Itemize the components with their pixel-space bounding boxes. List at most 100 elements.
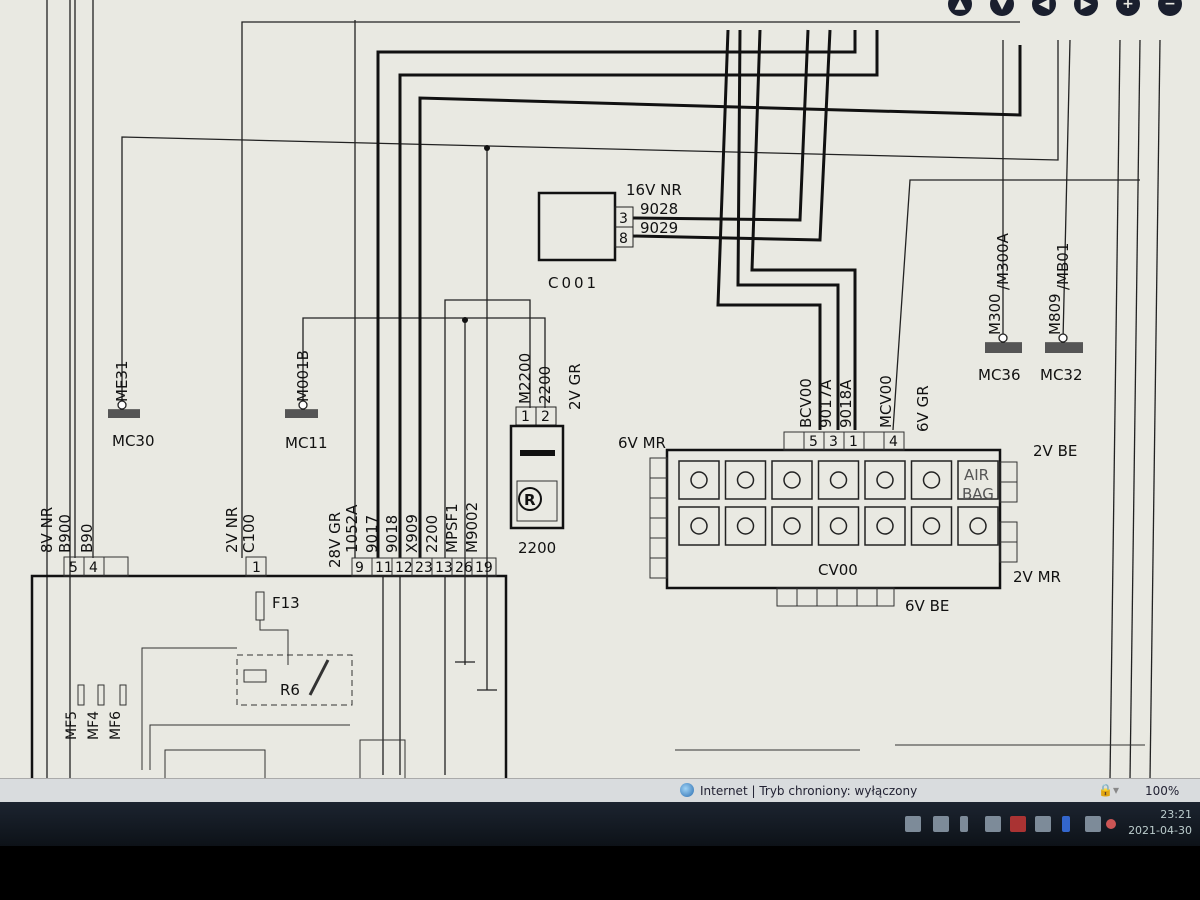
ground-symbols [108, 333, 1083, 691]
door-open-icon-glyph [829, 517, 848, 535]
audio-icon-glyph [783, 517, 801, 535]
wire-label: 2200 [536, 366, 554, 404]
wire-label: X909 [403, 514, 421, 553]
fuse-label: MF5 [64, 711, 80, 740]
pin: 9 [355, 560, 364, 576]
arrow-down-icon[interactable]: ▼ [990, 0, 1014, 16]
clock[interactable]: 23:21 2021-04-30 [1120, 807, 1192, 839]
clock-time[interactable]: 23:21 [1160, 808, 1192, 821]
wiring-diagram: ME31 MC30 M001B MC11 M300 /M300A MC36 M8… [0, 0, 1200, 788]
fuse-label: F13 [272, 594, 300, 612]
pin: 2 [541, 409, 550, 425]
door-open-icon [817, 506, 860, 546]
relay-label: R6 [280, 681, 300, 699]
wire-label: 9017 [363, 515, 381, 553]
wire-label: 9017A [817, 379, 835, 428]
turn-signals-icon-glyph [829, 471, 848, 489]
wire-label: BCV00 [797, 378, 815, 428]
battery-icon[interactable] [960, 816, 968, 832]
ground-label-mc36: MC36 [978, 366, 1021, 384]
component-c001: 3 8 16V NR 9028 9029 C001 [537, 181, 682, 292]
turn-signals-icon [817, 460, 860, 500]
security-icon[interactable]: 🔒▾ [1098, 783, 1119, 797]
network-icon[interactable] [933, 816, 949, 832]
ground-label-me31: ME31 [113, 360, 131, 402]
airbag-icon-text: BAG [962, 485, 994, 503]
connector-label: 8V NR [38, 507, 56, 553]
dipped-beam-icon-glyph [736, 471, 755, 489]
rear-wiper-icon [724, 506, 767, 546]
headlamp-level-icon-glyph [922, 517, 941, 535]
pin: 1 [849, 434, 858, 450]
headlamp-r-symbol: R [524, 491, 536, 509]
pin: 1 [252, 560, 261, 576]
diagram-canvas: ME31 MC30 M001B MC11 M300 /M300A MC36 M8… [30, 0, 1161, 788]
component-2200: 1 2 M2200 2200 2V GR R 2200 [509, 353, 584, 557]
airbag-icon-text: AIR [964, 466, 989, 484]
pin: 8 [619, 231, 628, 247]
audio-icon [771, 506, 813, 546]
rear-wiper-icon-glyph [736, 517, 755, 535]
tray-icon[interactable] [1010, 816, 1026, 832]
connector-label: 28V GR [326, 512, 344, 568]
zoom-level[interactable]: 100% [1145, 784, 1180, 798]
sidelights-icon [678, 460, 720, 500]
status-bar: Internet | Tryb chroniony: wyłączony 🔒▾ … [0, 778, 1200, 803]
front-wiper-icon-glyph [690, 517, 708, 535]
bluetooth-icon[interactable] [1062, 816, 1070, 832]
ground-label-mc11: MC11 [285, 434, 328, 452]
arrow-right-icon[interactable]: ▶ [1074, 0, 1098, 16]
wire-label: 9029 [640, 219, 678, 237]
connector-label: 2V NR [223, 507, 241, 553]
pin: 12 [395, 560, 413, 576]
pin: 3 [829, 434, 838, 450]
thin-wires [46, 0, 1161, 781]
tray-icon[interactable] [1085, 816, 1101, 832]
component-name: CV00 [818, 561, 858, 579]
ground-label-m300a: /M300A [994, 232, 1012, 290]
dipped-beam-icon [724, 460, 767, 500]
pin: 4 [889, 434, 898, 450]
globe-icon [680, 783, 694, 797]
tray-icon[interactable] [905, 816, 921, 832]
arrow-left-icon[interactable]: ◀ [1032, 0, 1056, 16]
tray-icon[interactable] [1035, 816, 1051, 832]
seat-icon-glyph [969, 517, 987, 535]
zoom-out-icon[interactable]: − [1158, 0, 1182, 16]
zoom-in-icon[interactable]: + [1116, 0, 1140, 16]
component-cv00: 5 3 1 4 BCV00 9017A 9018A MCV00 6V GR 6V… [618, 375, 1077, 615]
arrow-up-icon[interactable]: ▲ [948, 0, 972, 16]
connector-label: 2V BE [1033, 442, 1077, 460]
tray-icon[interactable] [1106, 819, 1116, 829]
volume-icon[interactable] [985, 816, 1001, 832]
wire-label: B90 [78, 524, 96, 553]
key-icon-glyph [876, 517, 894, 535]
wire-label: 9018A [837, 379, 855, 428]
fuse-label: MF6 [108, 711, 124, 740]
pin: 5 [69, 560, 78, 576]
ground-label-mb01: /MB01 [1054, 243, 1072, 290]
ground-label-m001b: M001B [294, 350, 312, 402]
key-icon [864, 506, 906, 546]
pin: 23 [415, 560, 433, 576]
wire-label: B900 [56, 514, 74, 553]
clock-date[interactable]: 2021-04-30 [1128, 824, 1192, 837]
pin: 1 [521, 409, 530, 425]
connector-label: 6V GR [914, 385, 932, 432]
connector-label: 16V NR [626, 181, 682, 199]
rear-fog-icon-glyph [922, 471, 941, 489]
wire-label: 2200 [423, 515, 441, 553]
pin: 26 [455, 560, 473, 576]
ground-label-mc32: MC32 [1040, 366, 1083, 384]
connector-label: 2V MR [1013, 568, 1061, 586]
wire-label: 1052A [343, 504, 361, 553]
seat-icon [957, 506, 999, 546]
wire-label: M9002 [463, 502, 481, 553]
wire-label: MCV00 [877, 375, 895, 428]
pin: 19 [475, 560, 493, 576]
main-beam-icon-glyph [783, 471, 801, 489]
junction-dots [462, 145, 490, 323]
warning-icon-grid [678, 460, 999, 546]
component-name: 2200 [518, 539, 556, 557]
